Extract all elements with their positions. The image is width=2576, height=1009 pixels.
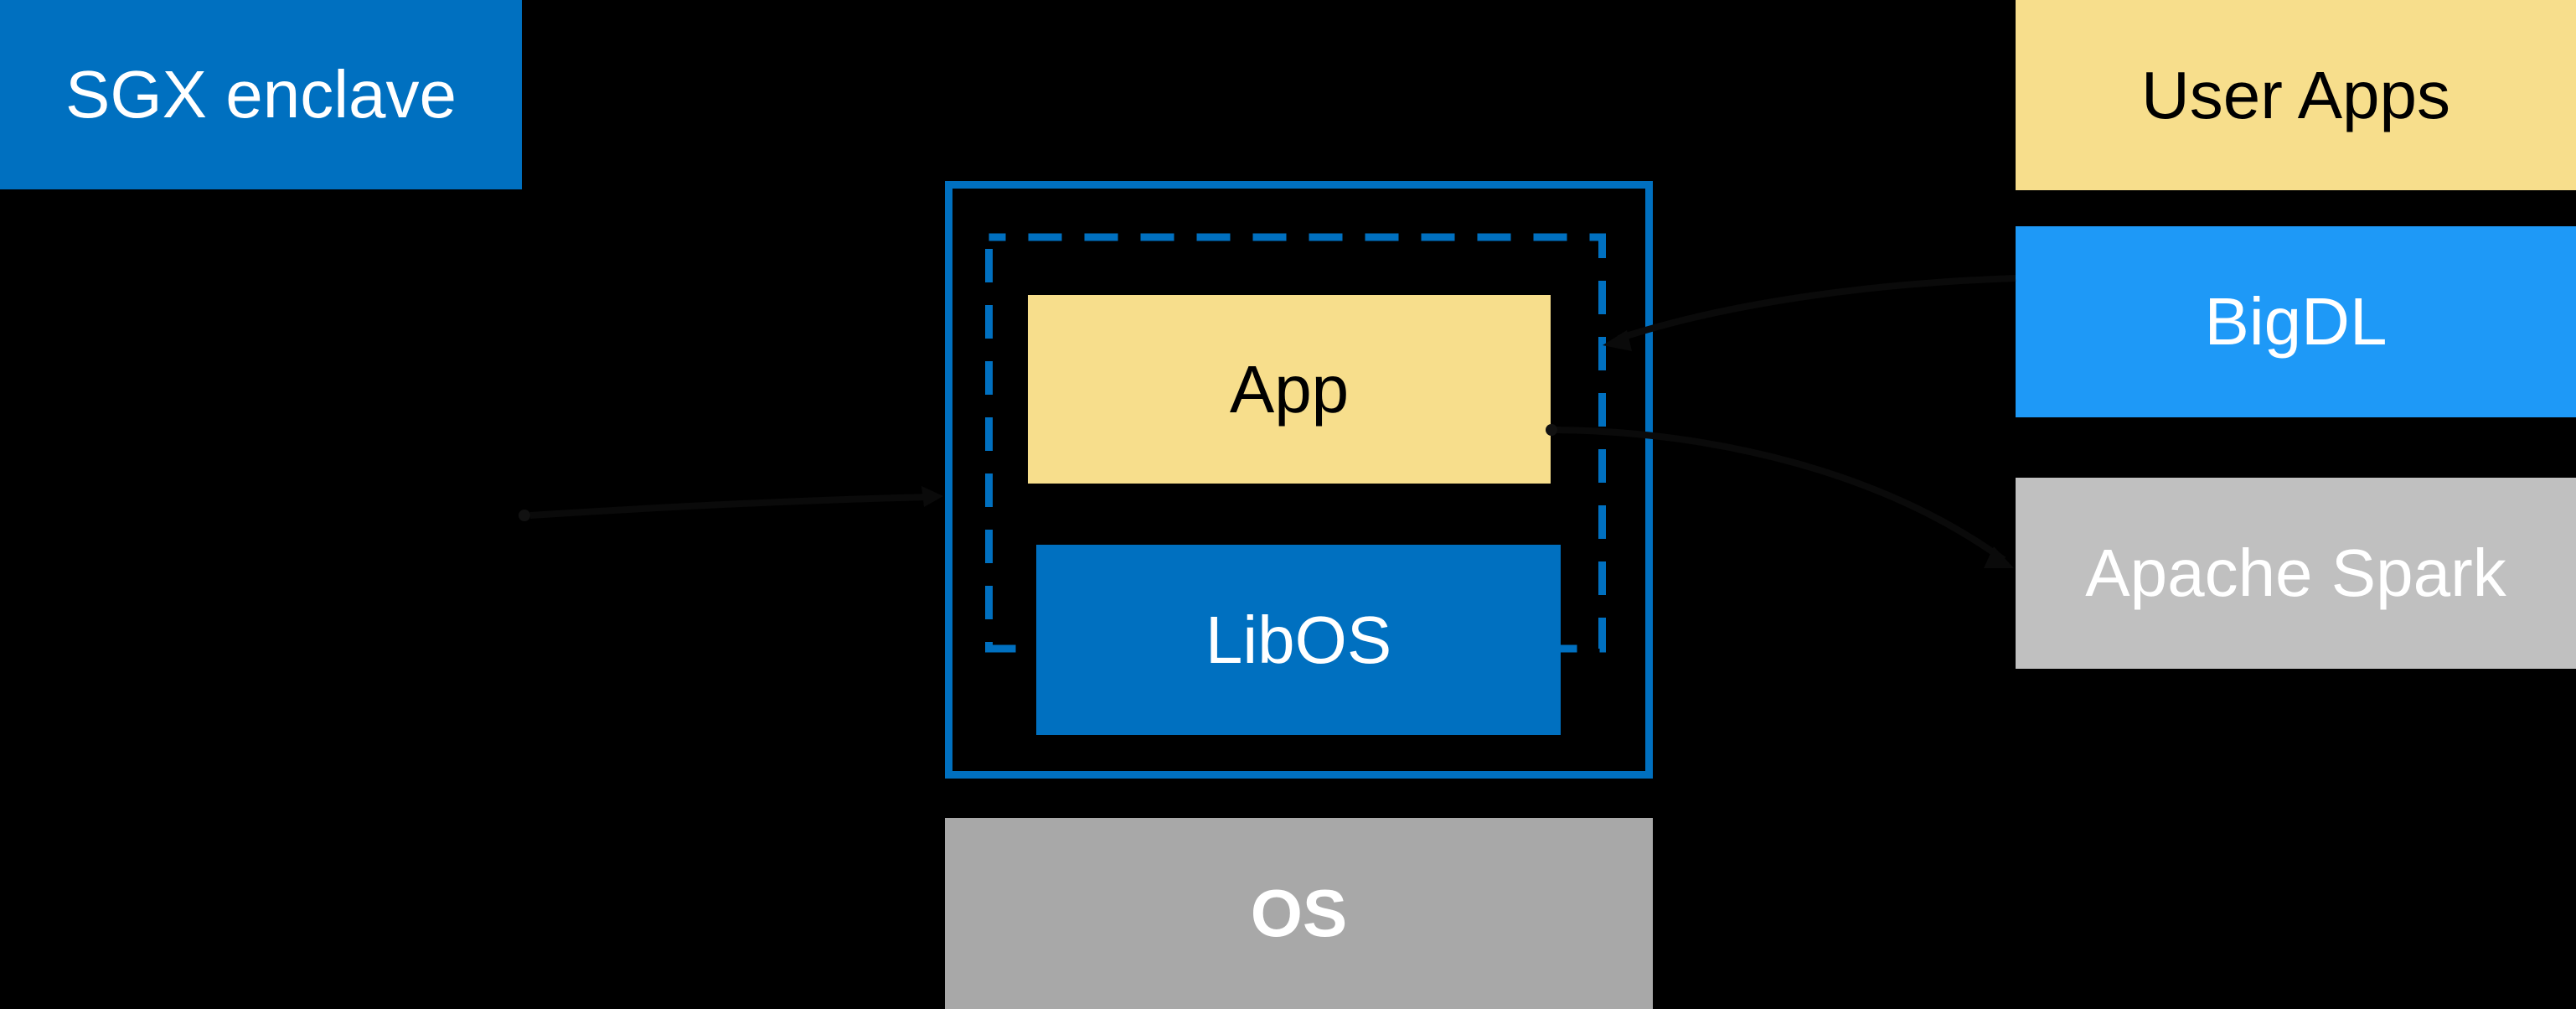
libos-label: LibOS xyxy=(1205,603,1392,677)
os-label: OS xyxy=(1250,876,1348,950)
bigdl-label: BigDL xyxy=(2204,284,2388,359)
sgx-enclave-label: SGX enclave xyxy=(65,57,457,132)
sgx-to-enclave-arrowhead xyxy=(921,486,943,507)
sgx-to-enclave-connector-line xyxy=(529,494,931,519)
libos-box: LibOS xyxy=(1036,545,1561,735)
app-box: App xyxy=(1028,295,1551,484)
user-apps-box: User Apps xyxy=(2016,0,2576,190)
bigdl-box: BigDL xyxy=(2016,226,2576,417)
os-box: OS xyxy=(945,818,1653,1009)
app-to-spark-arrowhead xyxy=(1984,546,2014,568)
app-label: App xyxy=(1229,352,1350,427)
user-apps-label: User Apps xyxy=(2140,58,2451,132)
sgx-enclave-box: SGX enclave xyxy=(0,0,522,189)
apache-spark-box: Apache Spark xyxy=(2016,478,2576,669)
apache-spark-label: Apache Spark xyxy=(2085,536,2506,610)
bigdl-to-enclave-connector-line xyxy=(1617,275,2016,342)
sgx-connector-dot xyxy=(519,510,530,521)
